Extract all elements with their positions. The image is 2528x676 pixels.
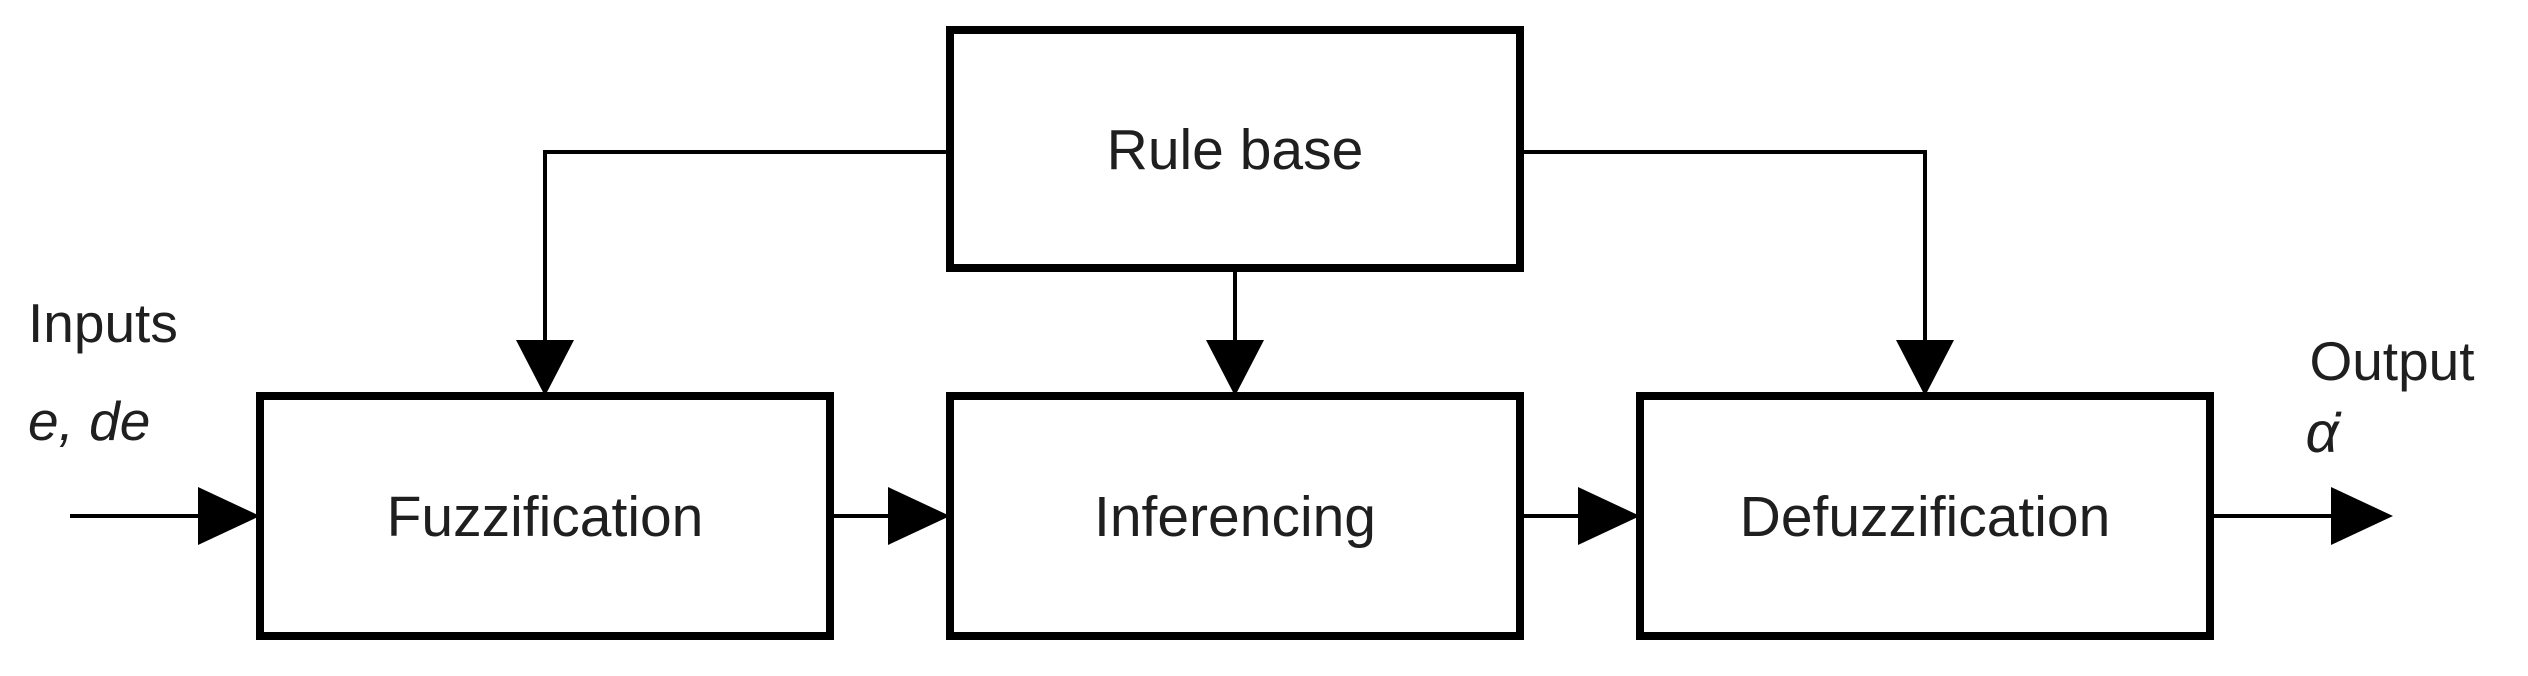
- fuzzification-box: [256, 392, 834, 640]
- arrowhead-down-inferencing-icon: [1206, 340, 1264, 396]
- arrowhead-right-input-icon: [198, 487, 260, 545]
- inferencing-label: Inferencing: [1094, 485, 1376, 549]
- input-title-label: Inputs: [28, 292, 178, 354]
- arrowhead-right-inferencing-icon: [888, 487, 950, 545]
- node-defuzzification: Defuzzification: [1636, 392, 2214, 640]
- arrowhead-down-fuzzification-icon: [516, 340, 574, 396]
- rule-base-box: [946, 26, 1524, 272]
- input-variables-label: e, de: [28, 390, 150, 452]
- defuzzification-box: [1636, 392, 2214, 640]
- edge-input-to-fuzzification: [70, 487, 260, 545]
- edge-line-rulebase-fuzzification: [543, 150, 950, 342]
- edge-defuzzification-to-output: [2210, 487, 2393, 545]
- edge-fuzzification-to-inferencing: [830, 487, 950, 545]
- arrowhead-down-defuzzification-icon: [1896, 340, 1954, 396]
- edge-inferencing-to-defuzzification: [1520, 487, 1640, 545]
- input-annotation: Inputs e, de: [28, 292, 178, 452]
- output-annotation: Output α̇: [2305, 330, 2474, 465]
- inferencing-box: [946, 392, 1524, 640]
- edge-rulebase-to-defuzzification: [1520, 150, 1954, 396]
- edge-line-rulebase-defuzzification: [1520, 150, 1927, 342]
- edge-rulebase-to-fuzzification: [516, 150, 950, 396]
- edge-rulebase-to-inferencing: [1206, 268, 1264, 396]
- node-rule-base: Rule base: [946, 26, 1524, 272]
- output-variable-label: α̇: [2305, 400, 2342, 465]
- fuzzification-label: Fuzzification: [387, 485, 704, 549]
- node-fuzzification: Fuzzification: [256, 392, 834, 640]
- defuzzification-label: Defuzzification: [1740, 485, 2111, 549]
- output-title-label: Output: [2309, 330, 2474, 392]
- arrowhead-right-output-icon: [2331, 487, 2393, 545]
- node-inferencing: Inferencing: [946, 392, 1524, 640]
- arrowhead-right-defuzzification-icon: [1578, 487, 1640, 545]
- rule-base-label: Rule base: [1107, 118, 1364, 182]
